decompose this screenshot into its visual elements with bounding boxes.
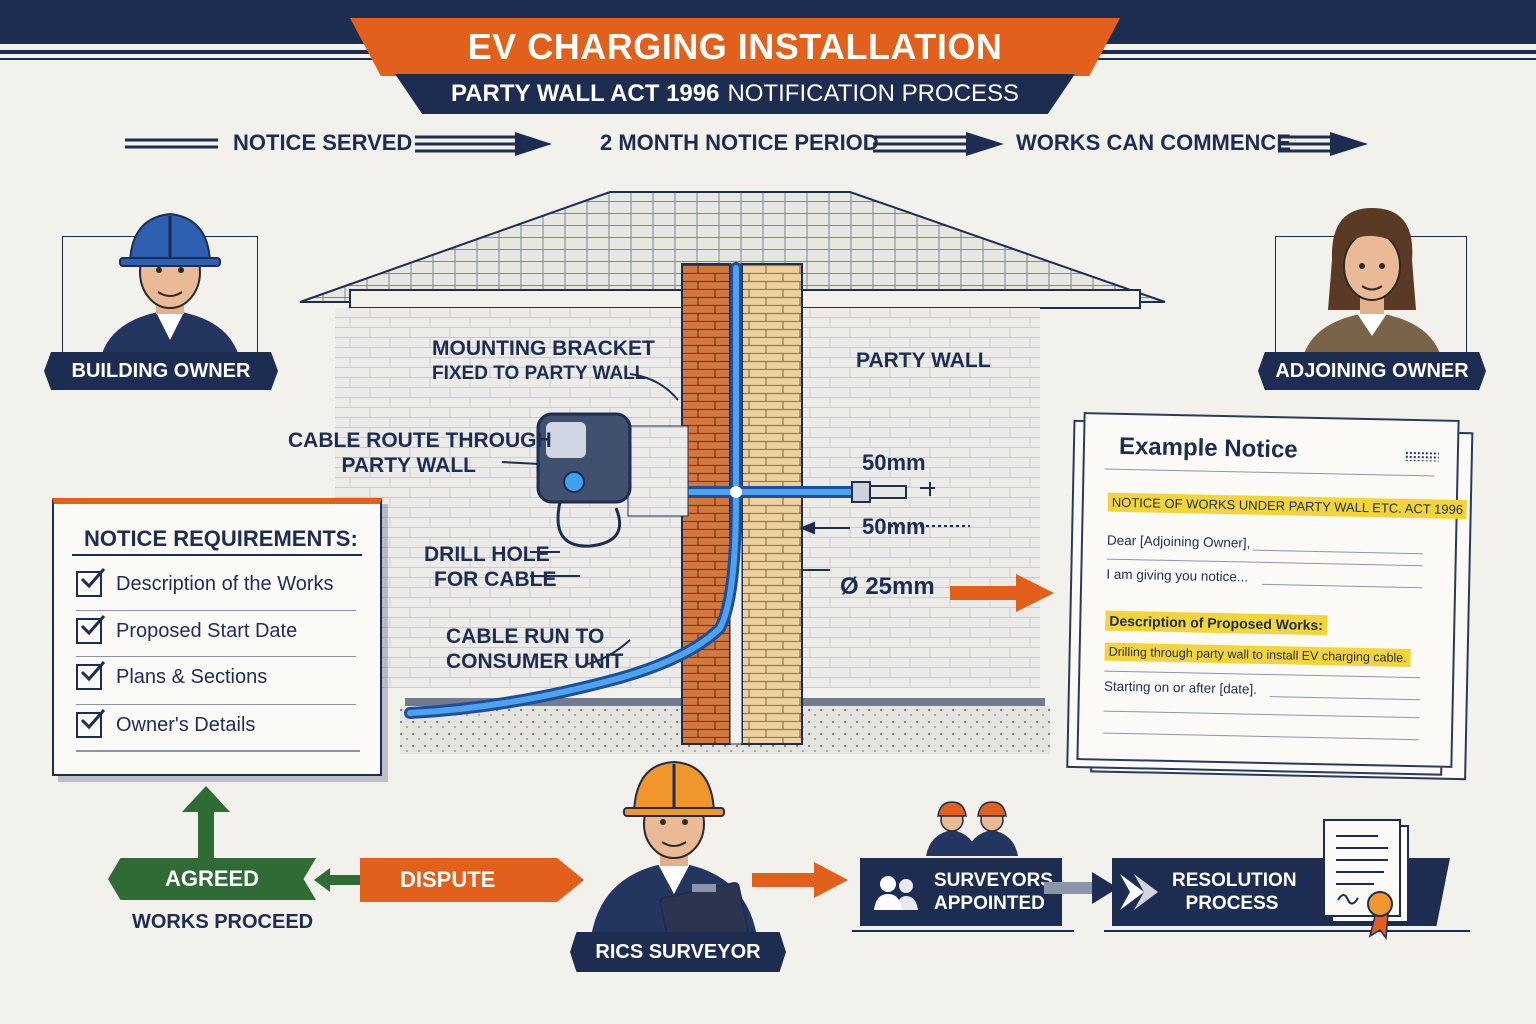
ev-charger-icon — [536, 412, 689, 548]
party-wall-label: PARTY WALL — [856, 349, 991, 372]
page-title: EV CHARGING INSTALLATION — [350, 18, 1120, 76]
rics-surveyor-tag: RICS SURVEYOR — [570, 932, 786, 972]
resolution-chevron-icon — [1120, 874, 1158, 910]
mounting-bracket-label: MOUNTING BRACKET FIXED TO PARTY WALL — [432, 336, 655, 386]
timeline-arrow-icon — [966, 132, 1004, 156]
subtitle-rest: NOTIFICATION PROCESS — [727, 80, 1020, 107]
requirements-divider — [72, 554, 362, 556]
notice-stamp-dots — [1404, 450, 1439, 462]
bracket-line2: FIXED TO PARTY WALL — [432, 363, 647, 384]
example-notice-document: Example Notice NOTICE OF WORKS UNDER PAR… — [1076, 412, 1468, 768]
timeline-arrow-icon — [515, 132, 552, 156]
notice-start: Starting on or after [date]. — [1103, 678, 1258, 697]
drill-line2: FOR CABLE — [434, 568, 557, 591]
requirement-label: Description of the Works — [116, 572, 334, 595]
checkbox-icon — [76, 709, 106, 738]
example-notice-title: Example Notice — [1118, 432, 1298, 464]
checkbox-icon — [76, 661, 106, 690]
adjoining-owner-avatar — [1302, 208, 1442, 360]
arrow-to-resolution-icon — [1044, 872, 1118, 904]
adjoining-owner-tag: ADJOINING OWNER — [1258, 352, 1486, 390]
checkbox-icon — [76, 615, 106, 644]
timeline-arrows — [125, 132, 1368, 156]
surveyors-underline — [852, 930, 1074, 932]
people-icon — [874, 876, 918, 910]
agreed-badge: AGREED — [108, 858, 316, 900]
timeline-step-notice-period: 2 MONTH NOTICE PERIOD — [600, 130, 879, 155]
requirement-item: Plans & Sections — [76, 656, 356, 697]
requirement-item: Description of the Works — [76, 564, 356, 604]
notice-description-text: Drilling through party wall to install E… — [1104, 642, 1411, 668]
cable-route-line2: PARTY WALL — [341, 454, 476, 477]
resolution-line2: PROCESS — [1185, 893, 1279, 914]
arrow-to-surveyors-icon — [752, 862, 848, 898]
notice-greeting: Dear [Adjoining Owner], — [1106, 532, 1251, 551]
cable-route-label: CABLE ROUTE THROUGH PARTY WALL — [288, 428, 552, 478]
notice-description-heading: Description of Proposed Works: — [1105, 610, 1328, 636]
hard-hat-icon — [119, 212, 221, 267]
requirement-item: Proposed Start Date — [76, 610, 356, 651]
dimension-top: 50mm — [862, 450, 926, 475]
cable-run-label: CABLE RUN TO CONSUMER UNIT — [446, 624, 623, 674]
notice-requirements-title: NOTICE REQUIREMENTS: — [84, 526, 358, 551]
surveyors-line2: APPOINTED — [934, 893, 1045, 914]
surveyors-line1: SURVEYORS — [934, 870, 1053, 891]
requirement-label: Proposed Start Date — [116, 619, 298, 642]
page-subtitle: PARTY WALL ACT 1996 NOTIFICATION PROCESS — [395, 74, 1075, 114]
requirement-label: Plans & Sections — [116, 665, 268, 688]
certificate-icon — [1323, 819, 1409, 941]
timeline-step-works-commence: WORKS CAN COMMENCE — [1016, 130, 1291, 155]
surveyors-appointed-box: SURVEYORS APPOINTED — [860, 858, 1062, 926]
checkbox-icon — [76, 568, 106, 597]
works-proceed-label: WORKS PROCEED — [132, 911, 314, 933]
dispute-badge: DISPUTE — [360, 858, 584, 902]
surveyors-group-icon — [926, 801, 1018, 856]
hard-hat-icon — [623, 760, 725, 817]
notice-heading: NOTICE OF WORKS UNDER PARTY WALL ETC. AC… — [1107, 492, 1468, 520]
arrow-to-notice-icon — [950, 574, 1054, 612]
requirements-bottom-rule — [76, 750, 360, 752]
subtitle-bold: PARTY WALL ACT 1996 — [450, 80, 720, 107]
notice-intro: I am giving you notice... — [1106, 566, 1249, 585]
dimension-mid: 50mm — [862, 514, 926, 539]
building-owner-tag: BUILDING OWNER — [44, 352, 278, 390]
resolution-line1: RESOLUTION — [1172, 870, 1297, 891]
party-wall-diagram — [299, 191, 1166, 754]
timeline-arrow-icon — [1330, 132, 1368, 156]
notice-requirements-box: NOTICE REQUIREMENTS: Description of the … — [52, 498, 382, 776]
dimension-diameter: Ø 25mm — [840, 573, 935, 600]
bracket-line1: MOUNTING BRACKET — [432, 337, 655, 360]
agreed-up-arrow-icon — [182, 786, 230, 860]
cable-run-line1: CABLE RUN TO — [446, 625, 605, 648]
cable-route-line1: CABLE ROUTE THROUGH — [288, 429, 552, 452]
requirement-label: Owner's Details — [116, 713, 256, 736]
rics-surveyor-avatar — [590, 760, 758, 944]
cable-run-line2: CONSUMER UNIT — [446, 650, 624, 673]
resolution-underline — [1104, 930, 1470, 932]
dispute-to-agreed-arrow-icon — [314, 868, 368, 892]
requirement-item: Owner's Details — [76, 704, 356, 745]
building-owner-avatar — [100, 212, 240, 360]
drill-line1: DRILL HOLE — [424, 543, 550, 566]
drill-hole-label: DRILL HOLE FOR CABLE — [424, 542, 557, 592]
timeline-step-notice-served: NOTICE SERVED — [233, 130, 413, 155]
